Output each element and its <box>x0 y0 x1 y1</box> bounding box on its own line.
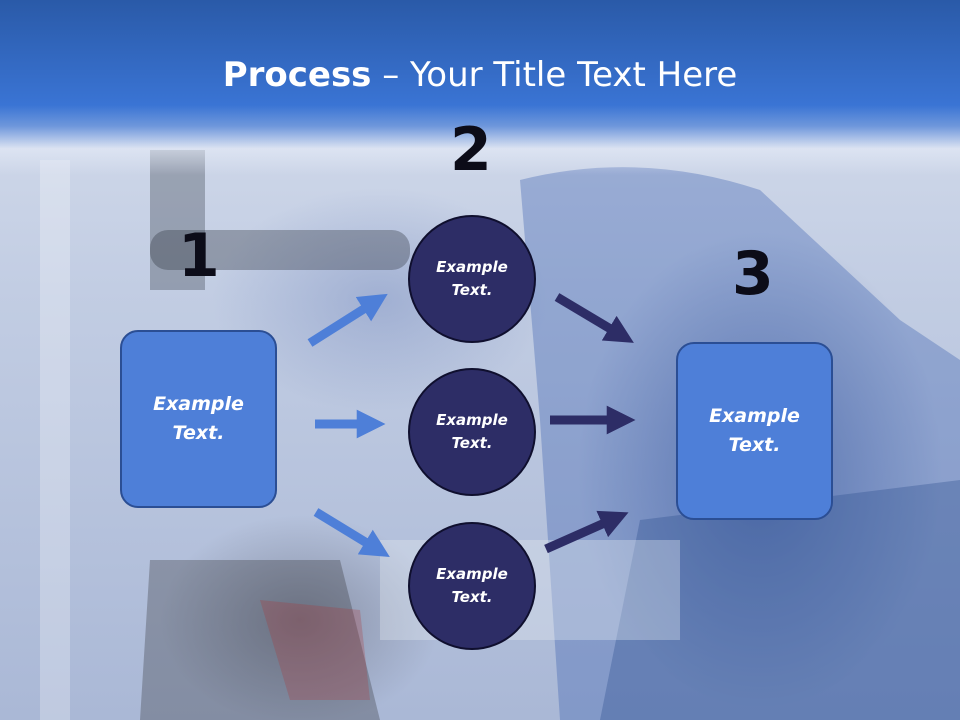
arrow-left-to-top <box>307 293 388 347</box>
step-number-2: 2 <box>450 115 492 185</box>
circle-middle-line2: Text. <box>451 434 493 452</box>
circle-middle-line1: Example <box>436 411 508 429</box>
step-number-3: 3 <box>732 239 774 309</box>
arrow-left-to-bottom <box>313 508 390 557</box>
title-bar: Process – Your Title Text Here <box>0 0 960 175</box>
circle-top-line2: Text. <box>451 281 493 299</box>
step-number-1: 1 <box>178 221 220 291</box>
left-box-line1: Example <box>153 393 244 415</box>
arrow-top-to-right <box>554 293 634 343</box>
circle-top-line1: Example <box>436 258 508 276</box>
circle-bottom-line2: Text. <box>451 588 493 606</box>
left-box-line2: Text. <box>172 422 225 444</box>
arrow-bottom-to-right <box>544 510 629 554</box>
right-box-line1: Example <box>709 405 800 427</box>
slide-title: Process – Your Title Text Here <box>0 54 960 96</box>
right-box-line2: Text. <box>728 434 781 456</box>
circle-bottom-line1: Example <box>436 565 508 583</box>
title-rest: – Your Title Text Here <box>371 55 738 95</box>
title-bold: Process <box>222 55 372 95</box>
